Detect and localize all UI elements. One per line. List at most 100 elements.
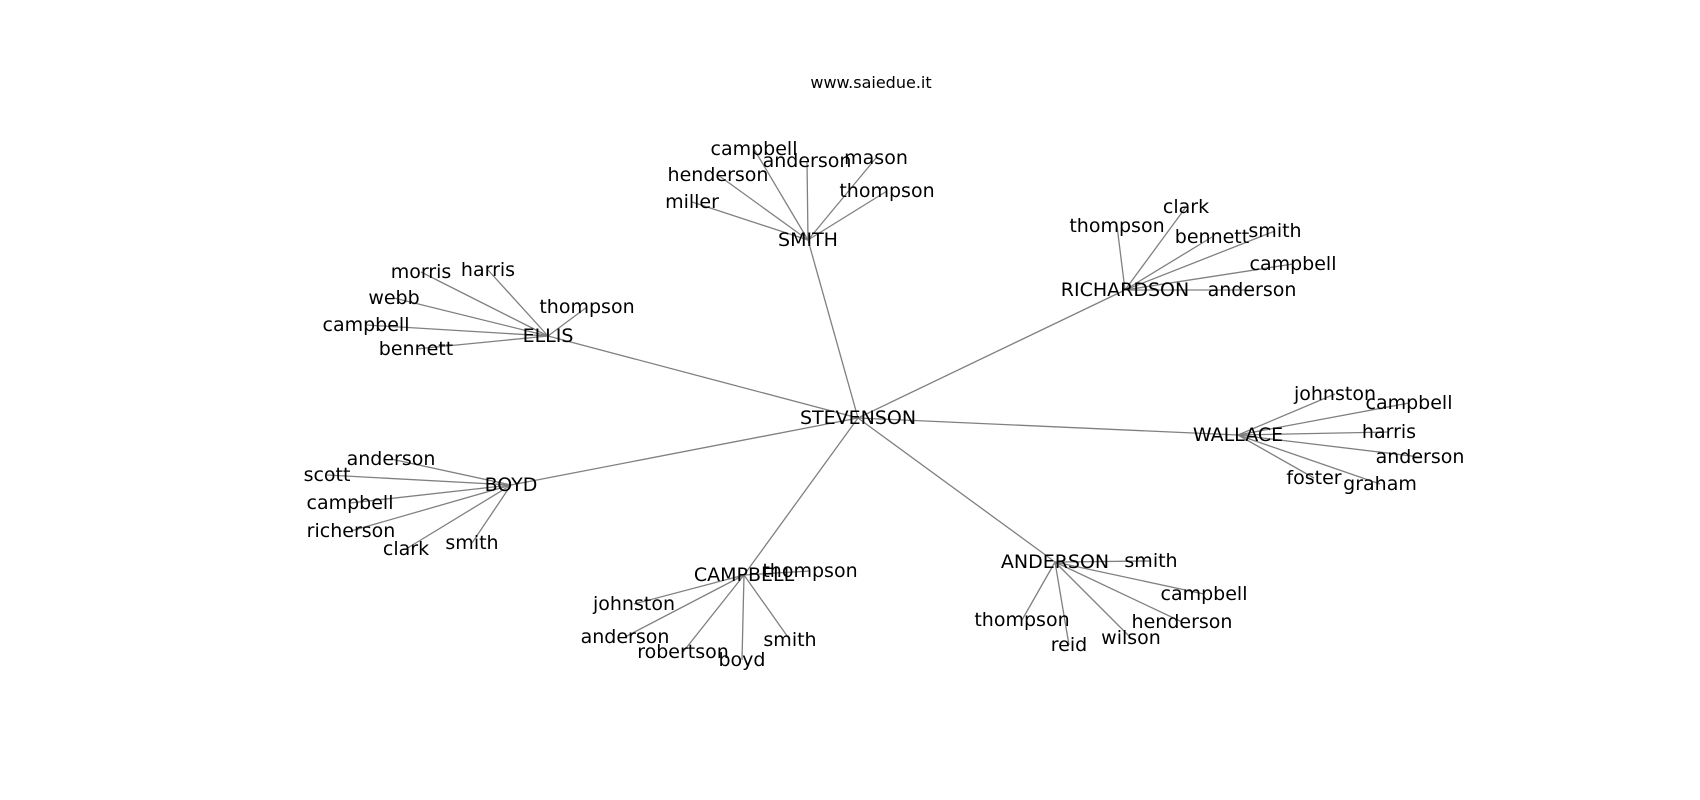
edge-hub-leaf xyxy=(717,174,809,241)
edge-hub-leaf xyxy=(1237,434,1381,485)
leaf-node-label: mason xyxy=(844,147,908,169)
leaf-node-label: foster xyxy=(1286,467,1341,489)
leaf-node-label: scott xyxy=(304,464,351,486)
edge-hub-leaf xyxy=(1054,560,1152,563)
edge-center-hub xyxy=(743,417,859,576)
leaf-node-label: clark xyxy=(383,538,429,560)
leaf-node-label: wilson xyxy=(1101,627,1161,649)
node-labels: STEVENSONSMITHcampbellandersonmasonhende… xyxy=(304,138,1465,671)
edge-hub-leaf xyxy=(741,574,745,661)
edge-hub-leaf xyxy=(1124,206,1187,291)
hub-node-label: BOYD xyxy=(485,474,538,496)
leaf-node-label: harris xyxy=(461,259,515,281)
edge-hub-leaf xyxy=(633,574,745,605)
leaf-node-label: harris xyxy=(1362,421,1416,443)
leaf-node-label: graham xyxy=(1343,473,1417,495)
hub-node-label: SMITH xyxy=(778,229,838,251)
edge-hub-leaf xyxy=(415,335,549,350)
edge-hub-leaf xyxy=(390,458,512,486)
leaf-node-label: richerson xyxy=(307,520,396,542)
leaf-node-label: smith xyxy=(1248,220,1301,242)
edge-hub-leaf xyxy=(1054,561,1132,639)
edge-hub-leaf xyxy=(1124,263,1294,291)
leaf-node-label: smith xyxy=(445,532,498,554)
leaf-node-label: clark xyxy=(1163,196,1209,218)
leaf-node-label: campbell xyxy=(307,492,394,514)
edge-hub-leaf xyxy=(1237,434,1421,458)
edge-center-hub xyxy=(857,417,1056,563)
site-watermark: www.saiedue.it xyxy=(810,73,931,92)
leaf-node-label: anderson xyxy=(763,150,852,172)
edge-hub-leaf xyxy=(471,484,512,544)
edge-hub-leaf xyxy=(350,484,512,532)
edge-hub-leaf xyxy=(1124,230,1276,291)
leaf-node-label: bennett xyxy=(1175,226,1249,248)
edge-hub-leaf xyxy=(806,160,809,241)
edge-center-hub xyxy=(510,417,859,486)
edge-hub-leaf xyxy=(1124,236,1213,291)
edge-hub-leaf xyxy=(743,574,791,641)
leaf-node-label: anderson xyxy=(581,626,670,648)
edge-center-hub xyxy=(547,335,859,419)
edge-hub-leaf xyxy=(691,201,809,241)
edge-hub-leaf xyxy=(743,570,811,576)
edge-hub-leaf xyxy=(547,306,588,337)
leaf-node-label: johnston xyxy=(592,593,675,615)
edge-hub-leaf xyxy=(1116,225,1126,291)
leaf-node-label: campbell xyxy=(1161,583,1248,605)
edge-center-hub xyxy=(807,239,859,419)
leaf-node-label: anderson xyxy=(1376,446,1465,468)
leaf-node-label: thompson xyxy=(762,560,857,582)
leaf-node-label: anderson xyxy=(347,448,436,470)
leaf-node-label: miller xyxy=(665,191,719,213)
leaf-node-label: morris xyxy=(391,261,452,283)
edge-hub-leaf xyxy=(349,484,512,504)
leaf-node-label: henderson xyxy=(668,164,769,186)
edge-hub-leaf xyxy=(682,574,745,653)
hub-node-label: ELLIS xyxy=(523,325,574,347)
leaf-node-label: webb xyxy=(368,287,419,309)
leaf-node-label: smith xyxy=(1124,550,1177,572)
leaf-node-label: campbell xyxy=(1250,253,1337,275)
hub-node-label: RICHARDSON xyxy=(1061,279,1189,301)
center-node-label: STEVENSON xyxy=(800,407,916,429)
edge-hub-leaf xyxy=(1237,393,1336,436)
leaf-node-label: campbell xyxy=(323,314,410,336)
edge-hub-leaf xyxy=(807,190,888,241)
edges xyxy=(326,148,1421,661)
edge-hub-leaf xyxy=(420,271,549,337)
leaf-node-label: bennett xyxy=(379,338,453,360)
leaf-node-label: johnston xyxy=(1293,383,1376,405)
edge-hub-leaf xyxy=(1054,561,1070,646)
edge-hub-leaf xyxy=(1054,561,1205,595)
edge-hub-leaf xyxy=(807,157,877,241)
leaf-node-label: reid xyxy=(1051,634,1087,656)
edge-hub-leaf xyxy=(393,297,549,337)
edge-hub-leaf xyxy=(753,148,809,241)
leaf-node-label: thompson xyxy=(539,296,634,318)
leaf-node-label: smith xyxy=(763,629,816,651)
leaf-node-label: boyd xyxy=(719,649,766,671)
edge-center-hub xyxy=(857,417,1239,436)
edge-hub-leaf xyxy=(1237,431,1390,436)
edge-hub-leaf xyxy=(1237,434,1315,479)
edge-hub-leaf xyxy=(1237,402,1410,436)
hub-node-label: WALLACE xyxy=(1193,424,1283,446)
leaf-node-label: thompson xyxy=(839,180,934,202)
hub-node-label: CAMPBELL xyxy=(694,564,795,586)
leaf-node-label: campbell xyxy=(711,138,798,160)
leaf-node-label: henderson xyxy=(1132,611,1233,633)
edge-hub-leaf xyxy=(1054,561,1183,623)
edge-hub-leaf xyxy=(405,484,512,550)
edge-hub-leaf xyxy=(487,269,549,337)
leaf-node-label: anderson xyxy=(1208,279,1297,301)
edge-hub-leaf xyxy=(326,474,512,486)
edge-hub-leaf xyxy=(365,324,549,337)
edge-hub-leaf xyxy=(624,574,745,638)
leaf-node-label: thompson xyxy=(974,609,1069,631)
edge-hub-leaf xyxy=(1021,561,1056,621)
leaf-node-label: thompson xyxy=(1069,215,1164,237)
leaf-node-label: robertson xyxy=(637,641,729,663)
leaf-node-label: campbell xyxy=(1366,392,1453,414)
